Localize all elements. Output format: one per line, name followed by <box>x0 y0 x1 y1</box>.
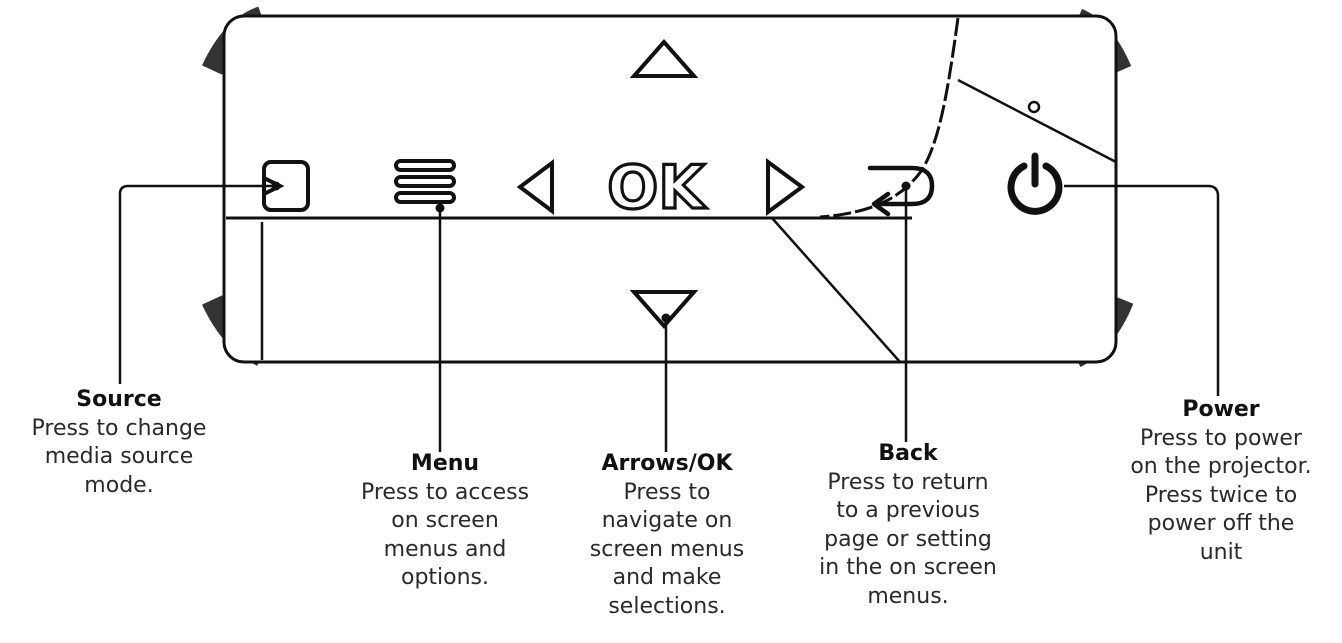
callout-arrows-ok: Arrows/OK Press to navigate on screen me… <box>560 450 774 621</box>
arrow-down-icon[interactable] <box>629 290 699 330</box>
callout-back-title: Back <box>878 441 938 466</box>
callout-menu: Menu Press to access on screen menus and… <box>330 450 560 593</box>
back-icon[interactable] <box>867 165 935 217</box>
callout-back-description: Press to return to a previous page or se… <box>819 469 997 609</box>
callout-arrows-ok-description: Press to navigate on screen menus and ma… <box>589 479 745 619</box>
callout-power-title: Power <box>1182 397 1260 422</box>
callout-back: Back Press to return to a previous page … <box>792 440 1024 611</box>
callout-source-title: Source <box>76 387 162 412</box>
callout-menu-description: Press to access on screen menus and opti… <box>360 479 530 591</box>
leader-lines <box>118 184 1220 452</box>
menu-icon[interactable] <box>394 159 456 204</box>
callout-arrows-ok-title: Arrows/OK <box>601 451 733 476</box>
callout-source-description: Press to change media source mode. <box>31 415 207 498</box>
callout-source: Source Press to change media source mode… <box>0 386 238 500</box>
ok-button[interactable]: OK <box>606 151 709 224</box>
callout-power-description: Press to power on the projector. Press t… <box>1130 425 1312 565</box>
arrow-up-icon[interactable] <box>629 38 699 78</box>
callout-power: Power Press to power on the projector. P… <box>1100 396 1342 567</box>
callout-menu-title: Menu <box>410 451 480 476</box>
arrow-left-icon[interactable] <box>516 159 554 215</box>
arrow-right-icon[interactable] <box>766 158 806 216</box>
power-icon[interactable] <box>1007 152 1063 215</box>
leader-dots <box>271 181 911 323</box>
panel-outline <box>222 14 1118 364</box>
